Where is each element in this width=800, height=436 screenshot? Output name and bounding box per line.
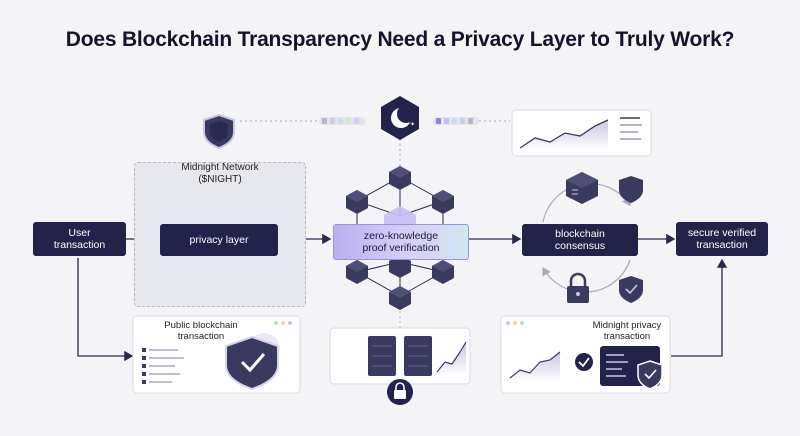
dot-row-left: [319, 117, 365, 125]
cube-icon-right-bottom: [432, 260, 454, 284]
midnight-network-label: Midnight Network ($NIGHT): [181, 162, 259, 185]
dot-row-right: [433, 117, 479, 125]
cube-icon-left-bottom: [346, 260, 368, 284]
user-transaction-node: User transaction: [33, 222, 126, 256]
cube-icon-center-bottom: [389, 255, 411, 278]
midnight-privacy-card: [500, 315, 671, 394]
cube-icon-consensus: [566, 172, 598, 204]
server-icon-right: [404, 336, 432, 376]
cube-icon-left-top: [346, 190, 368, 214]
top-connector: [240, 120, 510, 330]
servers-card: [329, 327, 471, 385]
cube-icon-right-top: [432, 190, 454, 214]
svg-text:✦: ✦: [410, 121, 415, 128]
cube-icon-top: [389, 166, 411, 190]
check-shield-icon-private: [637, 360, 663, 390]
check-shield-icon-consensus: [619, 276, 643, 303]
shield-icon: [203, 113, 235, 150]
lock-icon-consensus: [567, 272, 589, 303]
secure-verified-node: secure verified transaction: [676, 222, 768, 256]
check-shield-icon-public: [225, 335, 279, 391]
diagram-title: Does Blockchain Transparency Need a Priv…: [65, 28, 735, 51]
public-blockchain-label: Public blockchain transaction: [164, 320, 238, 342]
server-icon-left: [368, 336, 396, 376]
zk-proof-node: zero-knowledge proof verification: [333, 224, 469, 260]
midnight-privacy-label: Midnight privacy transaction: [592, 320, 662, 342]
consensus-node: blockchain consensus: [522, 224, 638, 256]
privacy-layer-node: privacy layer: [160, 224, 278, 256]
shield-icon-consensus: [619, 176, 643, 203]
moon-icon: ✦: [381, 96, 419, 140]
cube-icon-bottom: [389, 286, 411, 310]
lock-icon-bottom: [387, 379, 413, 405]
chart-card-top-right: [511, 109, 652, 157]
